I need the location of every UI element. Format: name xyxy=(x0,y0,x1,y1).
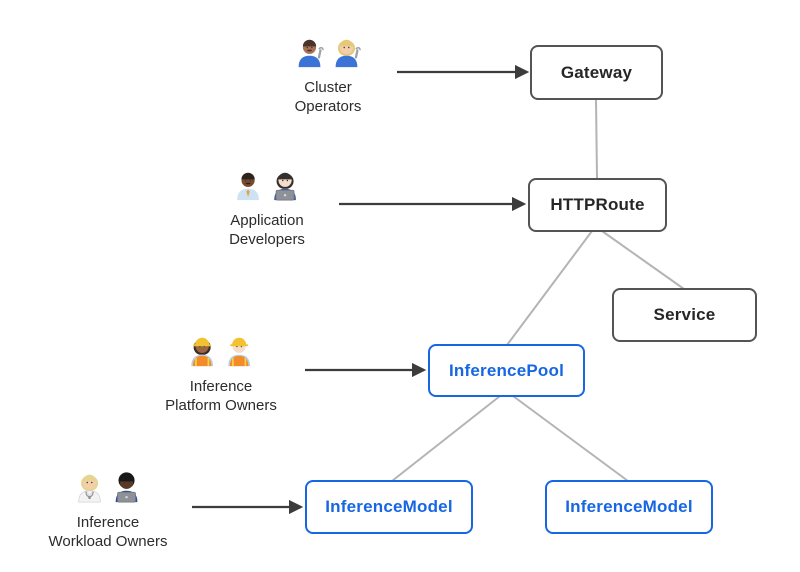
node-httproute-label: HTTPRoute xyxy=(550,195,645,214)
persona-inference-platform-owners-label: Inference Platform Owners xyxy=(165,377,277,415)
persona-label-line: Inference xyxy=(189,378,253,395)
man-office-worker-emoji xyxy=(237,172,260,201)
persona-label-line: Developers xyxy=(229,231,305,248)
woman-construction-worker-emoji xyxy=(191,337,214,367)
persona-application-developers-label: Application Developers xyxy=(229,211,305,249)
node-inferencepool-label: InferencePool xyxy=(448,360,565,380)
edge-inferencepool-to-inferencemodel-left xyxy=(391,395,501,482)
edge-inferencepool-to-inferencemodel-right xyxy=(512,395,629,482)
edge-gateway-to-httproute xyxy=(595,99,598,179)
persona-application-developers: Application Developers xyxy=(229,168,305,249)
persona-cluster-operators: Cluster Operators xyxy=(293,35,364,116)
woman-mechanic-emoji xyxy=(335,39,361,68)
node-inferencemodel-right: InferenceModel xyxy=(545,480,713,534)
node-inferencemodel-left-label: InferenceModel xyxy=(325,497,453,516)
persona-label-line: Platform Owners xyxy=(165,397,277,414)
application-developers-icons xyxy=(229,168,305,202)
inference-workload-owners-icons xyxy=(49,470,168,504)
persona-inference-platform-owners: Inference Platform Owners xyxy=(165,334,277,415)
node-gateway: Gateway xyxy=(530,45,663,100)
edge-httproute-to-inferencepool xyxy=(506,230,593,346)
persona-label-line: Operators xyxy=(294,98,362,115)
inference-platform-owners-icons xyxy=(165,334,277,368)
node-gateway-label: Gateway xyxy=(560,62,633,82)
man-mechanic-emoji xyxy=(298,39,324,68)
node-inferencemodel-right-label: InferenceModel xyxy=(565,497,693,516)
node-service-label: Service xyxy=(653,305,716,324)
edge-httproute-to-service xyxy=(601,230,685,290)
persona-label-line: Workload Owners xyxy=(48,533,168,550)
node-inferencemodel-left: InferenceModel xyxy=(305,480,473,534)
health-worker-emoji xyxy=(78,474,101,503)
persona-label-line: Cluster xyxy=(304,79,352,96)
persona-label-line: Inference xyxy=(76,514,140,531)
man-technologist-emoji xyxy=(115,472,138,503)
persona-cluster-operators-label: Cluster Operators xyxy=(293,78,364,116)
persona-inference-workload-owners-label: Inference Workload Owners xyxy=(49,513,168,551)
node-httproute: HTTPRoute xyxy=(528,178,667,232)
node-inferencepool: InferencePool xyxy=(428,344,585,397)
persona-inference-workload-owners: Inference Workload Owners xyxy=(49,470,168,551)
woman-technologist-emoji xyxy=(274,172,297,201)
cluster-operators-icons xyxy=(293,35,364,69)
persona-label-line: Application xyxy=(230,212,304,229)
man-construction-worker-emoji xyxy=(228,337,251,367)
node-service: Service xyxy=(612,288,757,342)
